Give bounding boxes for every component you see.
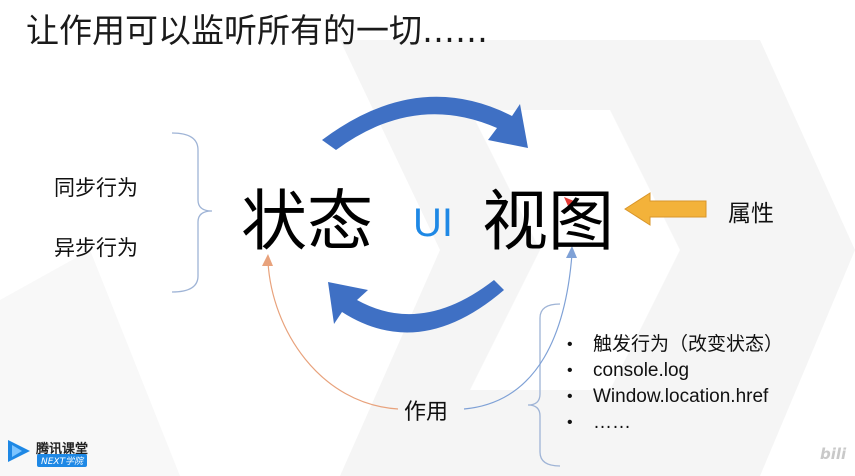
list-item: • Window.location.href bbox=[567, 384, 783, 410]
bottom-cycle-arrow bbox=[328, 280, 504, 333]
async-behavior-label: 异步行为 bbox=[54, 236, 138, 260]
top-cycle-arrow bbox=[322, 96, 528, 150]
logo-subtext: NEXT学院 bbox=[37, 454, 88, 467]
logo-text: 腾讯课堂 bbox=[36, 442, 89, 457]
ui-label: UI bbox=[413, 201, 453, 245]
attribute-arrow bbox=[624, 192, 707, 226]
cursor-mark bbox=[564, 197, 574, 206]
view-label: 视图 bbox=[482, 183, 614, 260]
list-item-text: …… bbox=[593, 412, 631, 433]
list-item: • console.log bbox=[567, 358, 783, 384]
effect-to-state-link bbox=[267, 261, 399, 410]
list-item-text: Window.location.href bbox=[593, 386, 769, 407]
slide-title: 让作用可以监听所有的一切…… bbox=[26, 11, 488, 50]
sync-behavior-label: 同步行为 bbox=[54, 176, 138, 200]
list-item: • …… bbox=[567, 410, 783, 436]
list-item-text: console.log bbox=[593, 360, 690, 381]
bullet-icon: • bbox=[567, 388, 573, 405]
effect-to-state-arrowhead bbox=[262, 254, 273, 266]
list-item: • 触发行为（改变状态） bbox=[567, 332, 783, 358]
effect-to-view-link bbox=[463, 253, 573, 410]
effect-label: 作用 bbox=[404, 400, 449, 425]
video-watermark: bili bbox=[820, 445, 847, 463]
attribute-label: 属性 bbox=[728, 201, 774, 227]
bullet-icon: • bbox=[567, 414, 573, 431]
effect-list: • 触发行为（改变状态） • console.log • Window.locatio… bbox=[567, 332, 783, 436]
list-item-text: 触发行为（改变状态） bbox=[593, 334, 784, 355]
bullet-icon: • bbox=[567, 336, 573, 353]
effect-to-view-arrowhead bbox=[566, 246, 577, 258]
left-brace bbox=[171, 132, 213, 293]
tencent-classroom-logo-icon bbox=[8, 440, 30, 462]
list-brace bbox=[527, 303, 561, 467]
state-label: 状态 bbox=[241, 183, 373, 260]
bullet-icon: • bbox=[567, 362, 573, 379]
